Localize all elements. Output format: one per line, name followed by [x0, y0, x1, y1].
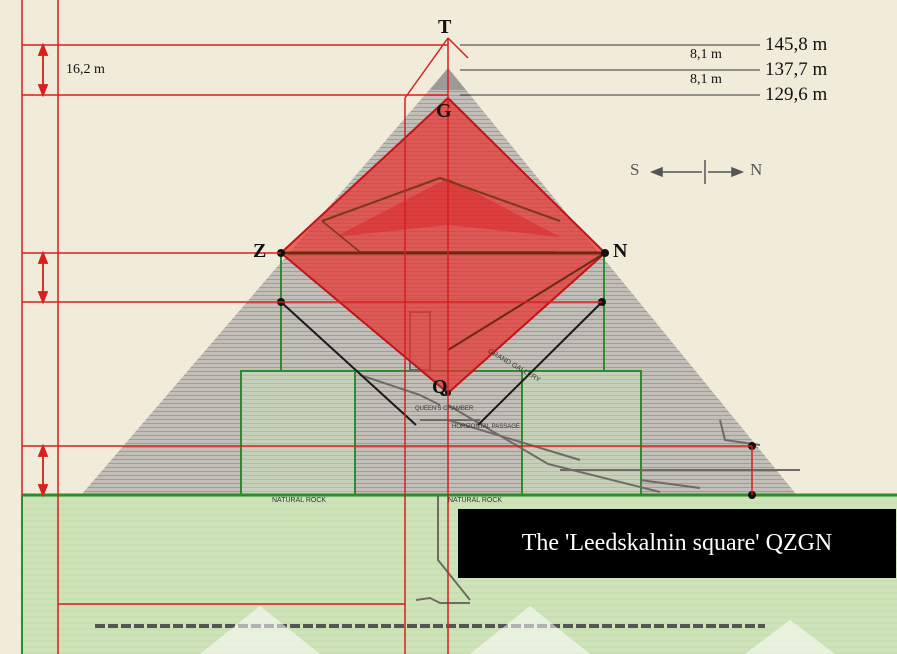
label-point-z: Z — [253, 240, 267, 262]
natural-rock-left: NATURAL ROCK — [272, 497, 327, 504]
leedskalnin-square — [281, 98, 605, 393]
dimension-leaders — [460, 44, 760, 96]
span-total: 16,2 m — [66, 62, 105, 77]
inner-chevron — [321, 176, 561, 222]
orientation-north: N — [750, 160, 764, 179]
label-point-g: G — [436, 100, 452, 122]
caption-text: The 'Leedskalnin square' QZGN — [521, 530, 833, 556]
label-point-q: Q — [432, 376, 448, 398]
elevation-low: 129,6 m — [765, 84, 828, 105]
vertical-dimension-arrows — [37, 42, 49, 498]
elevation-mid: 137,7 m — [765, 59, 828, 80]
elevation-top: 145,8 m — [765, 34, 828, 55]
natural-rock-mid: NATURAL ROCK — [448, 497, 503, 504]
label-point-n: N — [613, 240, 628, 262]
label-point-t: T — [438, 16, 452, 38]
caption-box: The 'Leedskalnin square' QZGN — [458, 509, 896, 578]
span-lower: 8,1 m — [690, 72, 722, 87]
horizontal-passage-label: HORIZONTAL PASSAGE — [452, 424, 520, 430]
bottom-watermark — [200, 606, 835, 654]
buried-passage — [415, 495, 471, 604]
orientation-south: S — [630, 160, 641, 179]
orientation-arrow — [649, 160, 745, 184]
span-upper: 8,1 m — [690, 47, 722, 62]
queens-chamber-label: QUEEN'S CHAMBER — [415, 406, 474, 412]
black-diagonals — [280, 301, 603, 426]
red-construction-lines — [21, 0, 753, 654]
